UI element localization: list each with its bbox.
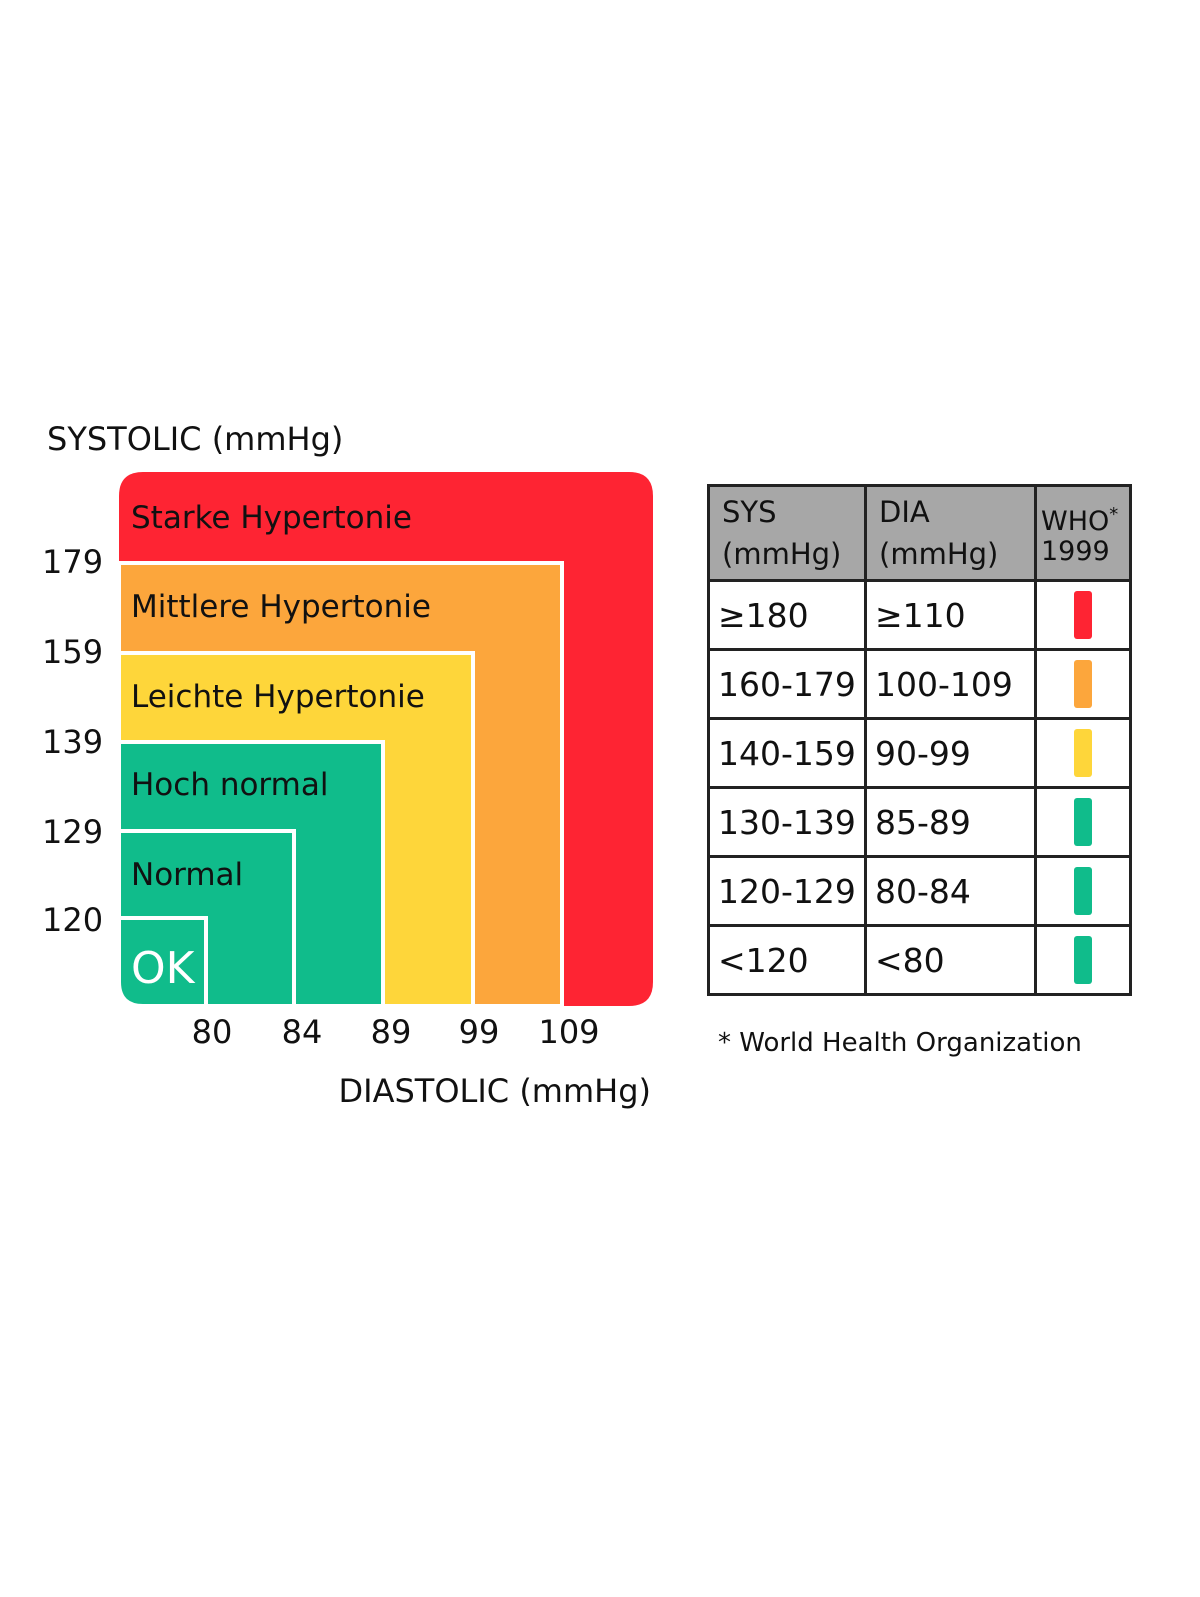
left-edge-mask	[116, 563, 119, 1006]
dia-cell: 85-89	[864, 786, 1037, 858]
sys-cell: 120-129	[707, 855, 867, 927]
header-who: WHO*1999	[1034, 484, 1132, 582]
y-axis-ticks: 179 159 139 129 120	[42, 543, 103, 939]
zones	[116, 472, 653, 1008]
x-tick-label: 99	[459, 1013, 500, 1051]
color-swatch	[1074, 660, 1092, 708]
y-tick-label: 139	[42, 723, 103, 761]
table-row: <120<80	[707, 924, 1132, 996]
who-color-cell	[1034, 855, 1132, 927]
zone-label: Normal	[131, 857, 243, 893]
zone-ok	[117, 916, 208, 1008]
x-axis-ticks: 80 84 89 99 109	[192, 1013, 600, 1051]
who-color-cell	[1034, 786, 1132, 858]
who-color-cell	[1034, 717, 1132, 789]
x-tick-label: 109	[538, 1013, 599, 1051]
y-tick-label: 179	[42, 543, 103, 581]
sys-cell: 160-179	[707, 648, 867, 720]
y-tick-label: 159	[42, 633, 103, 671]
who-color-cell	[1034, 579, 1132, 651]
dia-cell: <80	[864, 924, 1037, 996]
header-sys: SYS(mmHg)	[707, 484, 867, 582]
dia-cell: ≥110	[864, 579, 1037, 651]
dia-cell: 90-99	[864, 717, 1037, 789]
x-tick-label: 80	[192, 1013, 233, 1051]
blood-pressure-chart: SYSTOLIC (mmHg) Starke HypertonieMittler…	[42, 420, 653, 1110]
sys-cell: <120	[707, 924, 867, 996]
table-row: ≥180≥110	[707, 579, 1132, 651]
dia-cell: 100-109	[864, 648, 1037, 720]
who-color-cell	[1034, 648, 1132, 720]
dia-cell: 80-84	[864, 855, 1037, 927]
x-tick-label: 89	[371, 1013, 412, 1051]
who-color-cell	[1034, 924, 1132, 996]
color-swatch	[1074, 867, 1092, 915]
zone-label: Leichte Hypertonie	[131, 679, 425, 715]
footnote: * World Health Organization	[718, 1028, 1082, 1058]
x-tick-label: 84	[282, 1013, 323, 1051]
y-axis-title: SYSTOLIC (mmHg)	[47, 420, 343, 458]
zone-label: Starke Hypertonie	[131, 500, 412, 536]
color-swatch	[1074, 591, 1092, 639]
sys-cell: 140-159	[707, 717, 867, 789]
color-swatch	[1074, 729, 1092, 777]
header-dia: DIA(mmHg)	[864, 484, 1037, 582]
zone-label: OK	[131, 943, 196, 994]
sys-cell: ≥180	[707, 579, 867, 651]
zone-label: Mittlere Hypertonie	[131, 589, 431, 625]
y-tick-label: 120	[42, 901, 103, 939]
color-swatch	[1074, 936, 1092, 984]
color-swatch	[1074, 798, 1092, 846]
table-header-row: SYS(mmHg) DIA(mmHg) WHO*1999	[707, 484, 1132, 582]
x-axis-title: DIASTOLIC (mmHg)	[339, 1072, 651, 1110]
sys-cell: 130-139	[707, 786, 867, 858]
zone-label: Hoch normal	[131, 767, 328, 803]
y-tick-label: 129	[42, 813, 103, 851]
